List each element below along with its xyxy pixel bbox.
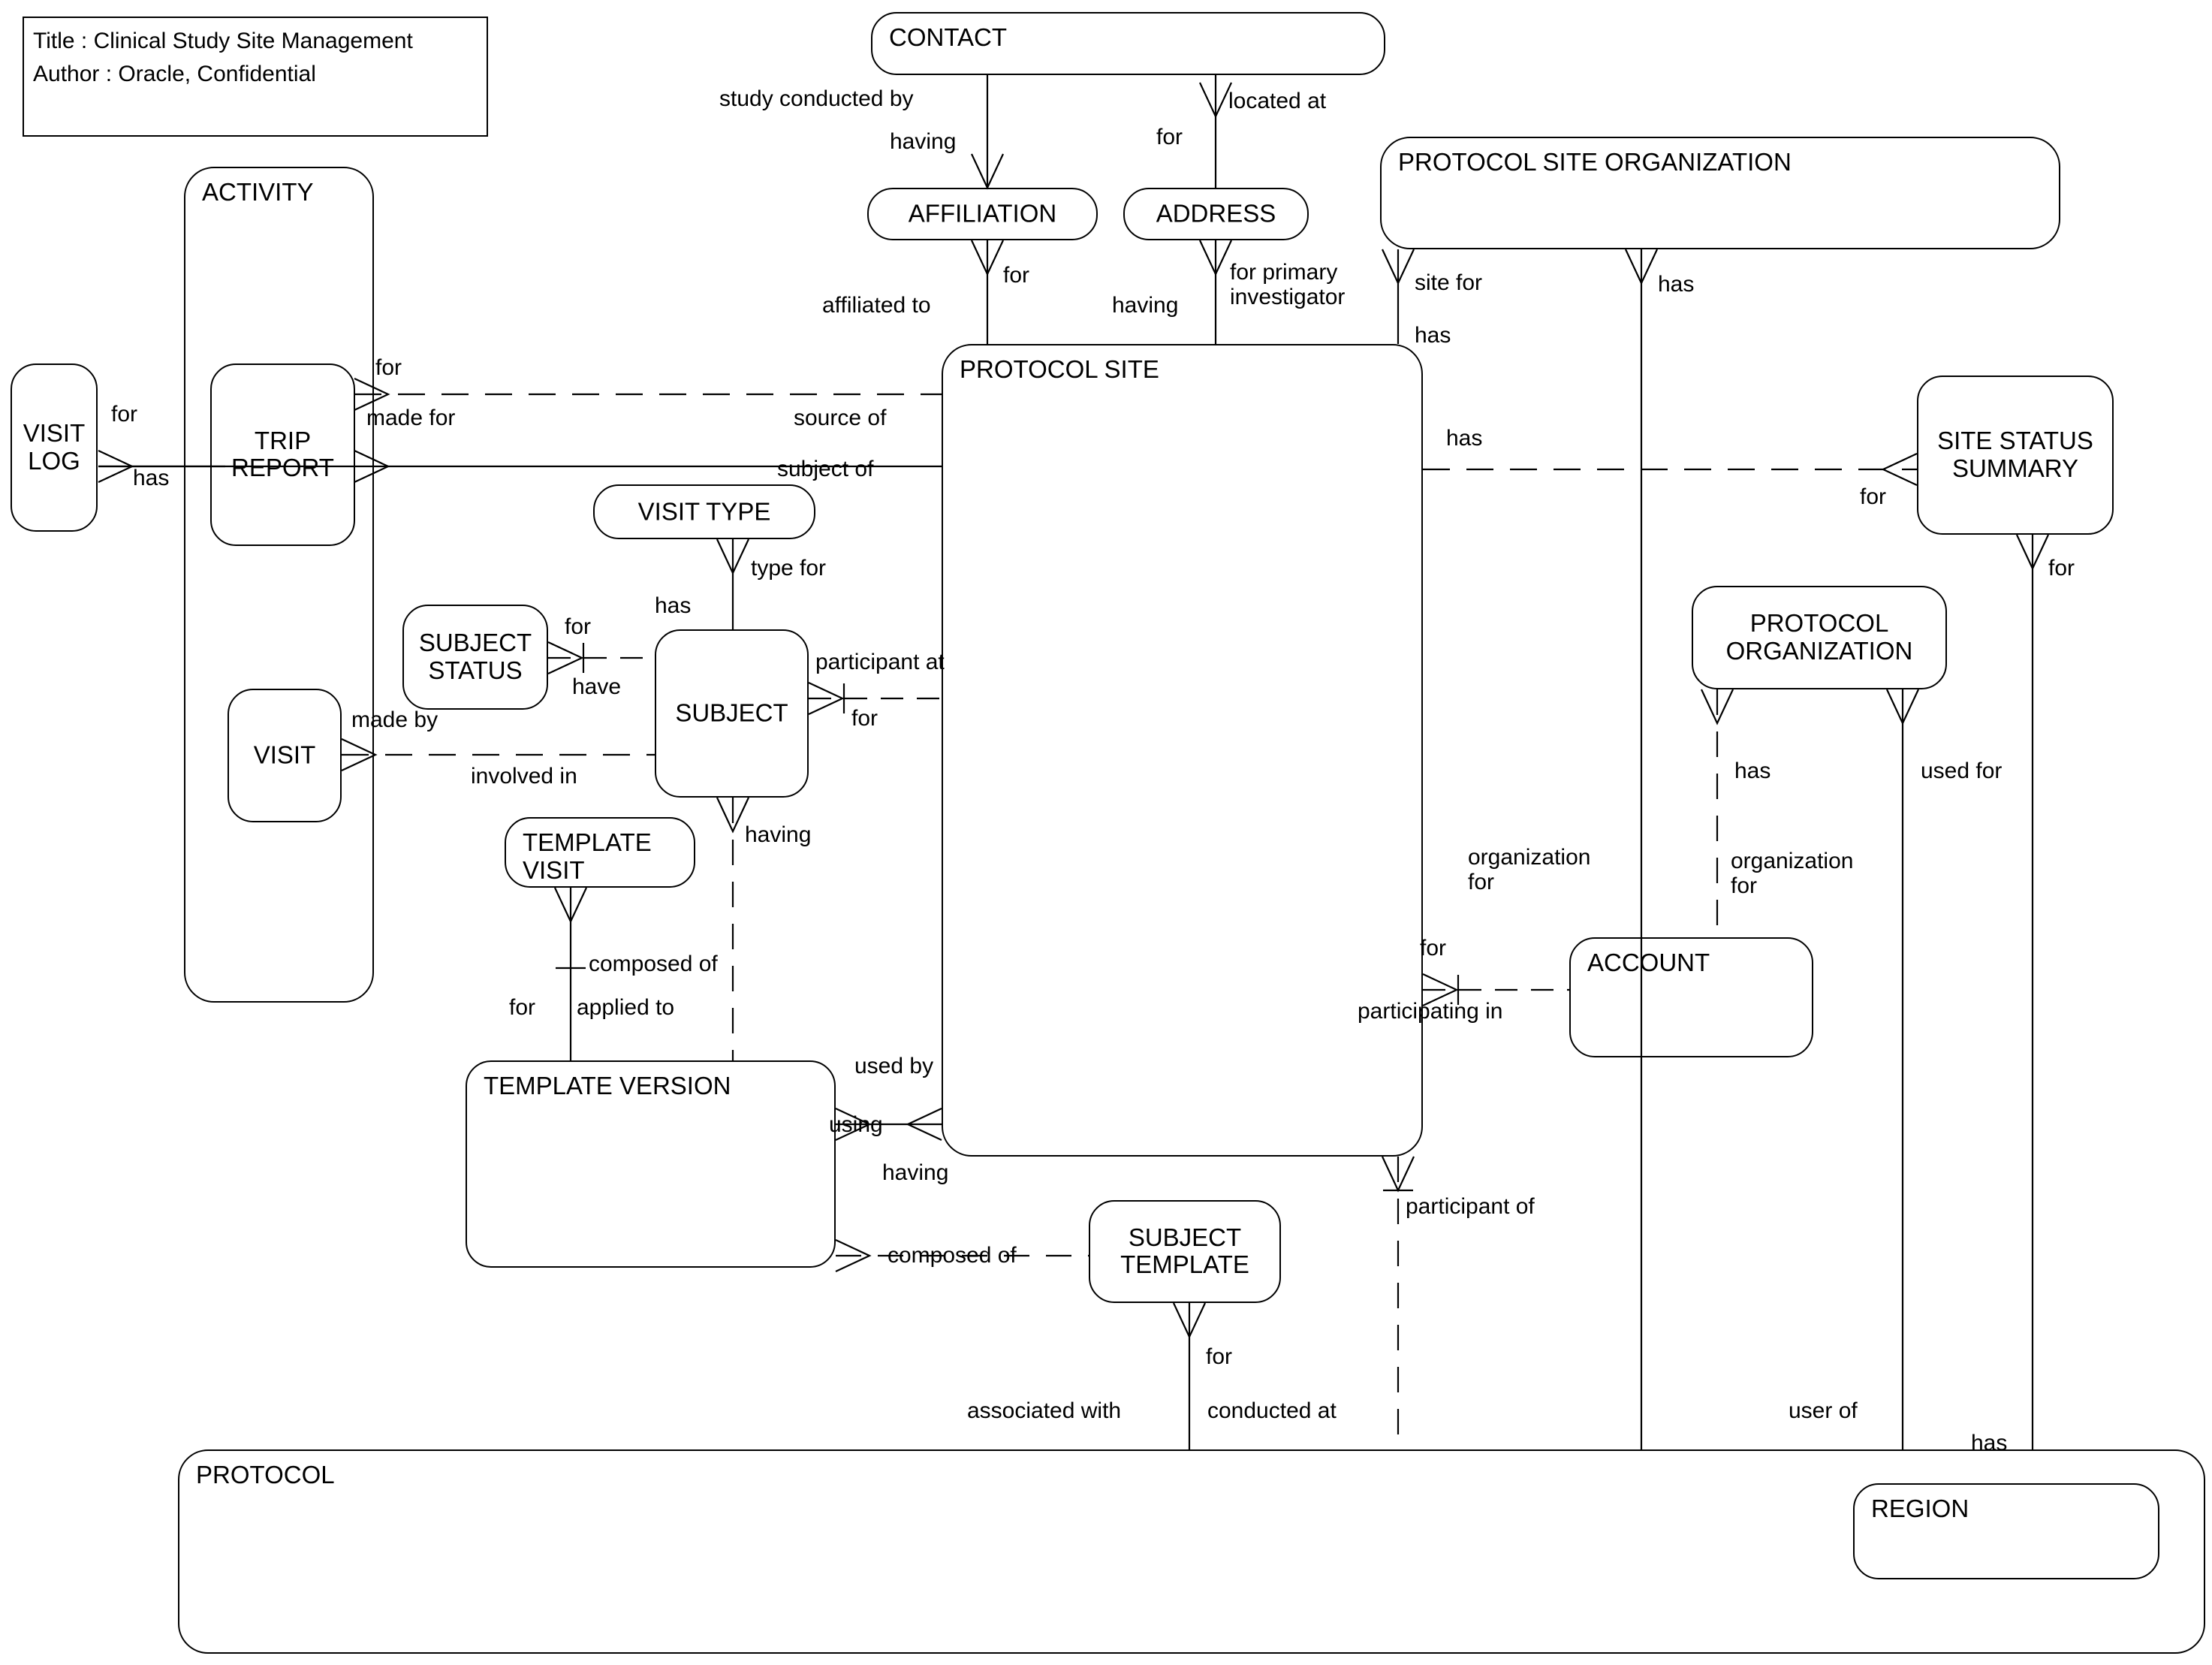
rel-label-ps-source-of: source of bbox=[794, 406, 887, 430]
rel-label-templatevisit-composed-of: composed of bbox=[589, 952, 718, 976]
entity-subject[interactable]: SUBJECT bbox=[655, 629, 809, 798]
rel-label-ps-has-right: has bbox=[1446, 426, 1483, 451]
entity-label-site-status-summary: SITE STATUS SUMMARY bbox=[1937, 427, 2093, 482]
entity-label-template-version: TEMPLATE VERSION bbox=[484, 1072, 731, 1099]
entity-protocol-organization[interactable]: PROTOCOL ORGANIZATION bbox=[1692, 586, 1947, 689]
rel-label-pso-has-top: has bbox=[1658, 272, 1695, 297]
rel-label-account-organization-for-left: organization for bbox=[1468, 845, 1591, 894]
entity-label-visit-type: VISIT TYPE bbox=[637, 497, 771, 526]
entity-label-subject: SUBJECT bbox=[675, 698, 788, 727]
entity-activity[interactable]: ACTIVITY bbox=[184, 167, 374, 1003]
entity-label-activity: ACTIVITY bbox=[202, 178, 314, 206]
entity-label-affiliation: AFFILIATION bbox=[908, 199, 1057, 228]
entity-label-address: ADDRESS bbox=[1156, 199, 1276, 228]
rel-label-account-for: for bbox=[1420, 936, 1447, 961]
rel-label-tv-for: for bbox=[509, 995, 536, 1020]
rel-label-po-has: has bbox=[1734, 759, 1771, 783]
entity-account[interactable]: ACCOUNT bbox=[1569, 937, 1813, 1057]
rel-label-address-for-primary-investigator: for primary investigator bbox=[1230, 260, 1346, 309]
rel-label-subject-having: having bbox=[745, 822, 812, 847]
entity-visit-type[interactable]: VISIT TYPE bbox=[593, 484, 815, 539]
entity-label-protocol-organization: PROTOCOL ORGANIZATION bbox=[1725, 609, 1913, 665]
rel-label-sss-for-left: for bbox=[1860, 484, 1887, 509]
author-text: Author : Oracle, Confidential bbox=[33, 62, 316, 86]
entity-label-template-visit: TEMPLATE VISIT bbox=[523, 828, 652, 884]
entity-subject-status[interactable]: SUBJECT STATUS bbox=[402, 605, 548, 710]
rel-label-tv-applied-to: applied to bbox=[577, 995, 675, 1020]
entity-protocol-site-organization[interactable]: PROTOCOL SITE ORGANIZATION bbox=[1380, 137, 2060, 249]
rel-label-subject-has: has bbox=[655, 593, 692, 618]
entity-template-visit[interactable]: TEMPLATE VISIT bbox=[505, 817, 695, 888]
rel-label-visittype-type-for: type for bbox=[751, 556, 827, 581]
entity-subject-template[interactable]: SUBJECT TEMPLATE bbox=[1089, 1200, 1281, 1303]
rel-label-tripreport-made-for: made for bbox=[366, 406, 456, 430]
entity-label-region: REGION bbox=[1871, 1495, 1969, 1522]
rel-label-ps-participant-of: participant of bbox=[1406, 1194, 1535, 1219]
entity-template-version[interactable]: TEMPLATE VERSION bbox=[466, 1060, 836, 1268]
rel-label-contact-for: for bbox=[1156, 125, 1183, 149]
entity-label-protocol-site: PROTOCOL SITE bbox=[960, 355, 1159, 383]
rel-label-subject-participant-at: participant at bbox=[815, 650, 945, 674]
entity-contact[interactable]: CONTACT bbox=[871, 12, 1385, 75]
rel-label-tripreport-for: for bbox=[375, 355, 402, 380]
rel-label-study-conducted-by: study conducted by bbox=[719, 86, 914, 111]
rel-label-protocol-associated-with: associated with bbox=[967, 1398, 1122, 1423]
rel-label-ps-subject-of: subject of bbox=[777, 457, 874, 481]
rel-label-contact-located-at: located at bbox=[1228, 89, 1327, 113]
entity-address[interactable]: ADDRESS bbox=[1123, 188, 1309, 240]
entity-visit[interactable]: VISIT bbox=[228, 689, 342, 822]
entity-trip-report[interactable]: TRIP REPORT bbox=[210, 363, 355, 546]
entity-label-subject-template: SUBJECT TEMPLATE bbox=[1120, 1223, 1249, 1279]
rel-label-subjtpl-for: for bbox=[1206, 1344, 1233, 1369]
entity-site-status-summary[interactable]: SITE STATUS SUMMARY bbox=[1917, 376, 2114, 535]
rel-label-address-having: having bbox=[1112, 293, 1179, 318]
rel-label-visit-involved-in: involved in bbox=[471, 764, 577, 789]
rel-label-account-organization-for-right: organization for bbox=[1731, 849, 1854, 898]
rel-label-sss-for-bottom: for bbox=[2048, 556, 2075, 581]
rel-label-subjectstatus-for: for bbox=[565, 614, 592, 639]
entity-label-contact: CONTACT bbox=[889, 23, 1008, 51]
rel-label-tversion-using: using bbox=[829, 1112, 883, 1137]
rel-label-affiliated-to: affiliated to bbox=[822, 293, 931, 318]
entity-label-account: ACCOUNT bbox=[1587, 949, 1710, 976]
title-box: Title : Clinical Study Site Management A… bbox=[23, 17, 488, 137]
rel-label-tversion-composed-of: composed of bbox=[888, 1243, 1017, 1268]
rel-label-protocol-has: has bbox=[1971, 1431, 2008, 1455]
entity-label-protocol-site-organization: PROTOCOL SITE ORGANIZATION bbox=[1398, 148, 1792, 176]
rel-label-account-participating-in: participating in bbox=[1358, 999, 1503, 1024]
title-text: Title : Clinical Study Site Management bbox=[33, 29, 413, 53]
rel-label-tversion-having: having bbox=[882, 1160, 949, 1185]
rel-label-pso-site-for: site for bbox=[1415, 270, 1483, 295]
entity-affiliation[interactable]: AFFILIATION bbox=[867, 188, 1098, 240]
rel-label-protocol-user-of: user of bbox=[1789, 1398, 1858, 1423]
entity-label-protocol: PROTOCOL bbox=[196, 1461, 335, 1489]
rel-label-subjectstatus-have: have bbox=[572, 674, 622, 699]
rel-label-pso-has-left: has bbox=[1415, 323, 1451, 348]
entity-protocol-site[interactable]: PROTOCOL SITE bbox=[942, 344, 1423, 1157]
entity-region[interactable]: REGION bbox=[1853, 1483, 2159, 1579]
rel-label-protocol-conducted-at: conducted at bbox=[1207, 1398, 1337, 1423]
rel-label-tversion-used-by: used by bbox=[854, 1054, 934, 1078]
rel-label-contact-having: having bbox=[890, 129, 957, 154]
rel-label-visitlog-for: for bbox=[111, 402, 138, 427]
entity-visit-log[interactable]: VISIT LOG bbox=[11, 363, 98, 532]
entity-label-visit: VISIT bbox=[253, 741, 316, 769]
rel-label-affiliation-for: for bbox=[1003, 263, 1030, 288]
rel-label-visitlog-has: has bbox=[133, 466, 170, 490]
entity-protocol[interactable]: PROTOCOL bbox=[178, 1449, 2205, 1654]
entity-label-trip-report: TRIP REPORT bbox=[231, 426, 334, 482]
rel-label-visit-made-by: made by bbox=[351, 707, 438, 732]
entity-label-subject-status: SUBJECT STATUS bbox=[418, 629, 532, 684]
rel-label-subject-for: for bbox=[851, 706, 878, 731]
rel-label-po-used-for: used for bbox=[1921, 759, 2003, 783]
entity-label-visit-log: VISIT LOG bbox=[23, 419, 86, 475]
